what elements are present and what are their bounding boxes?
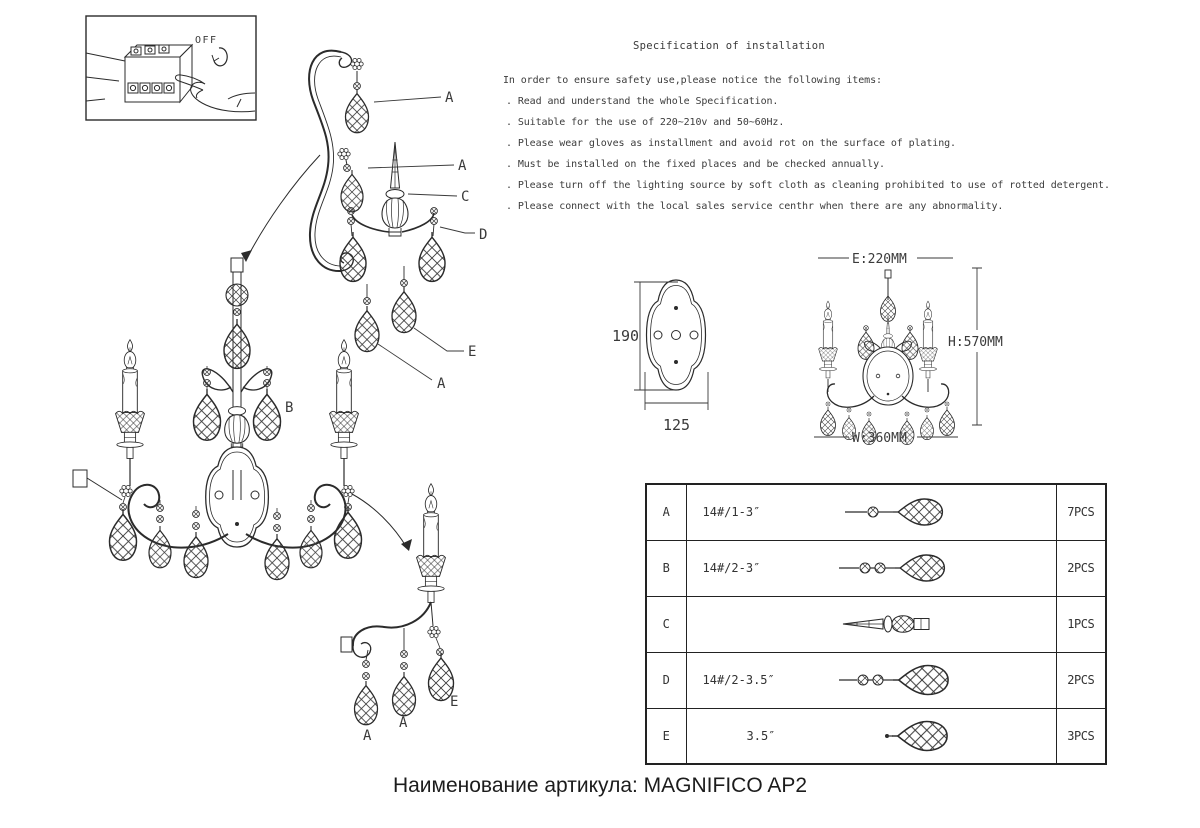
part-qty: 2PCS [1055,539,1107,597]
part-qty: 7PCS [1055,483,1107,541]
part-qty: 2PCS [1055,651,1107,709]
parts-table: A 14#/1-3″ 7PCS B 14#/2-3″ [645,483,1107,765]
power-off-diagram: OFF [85,15,257,121]
part-letter: E [645,707,687,765]
pendant-crystal-plain-icon [884,720,948,752]
front-view-dimension-figure: E:220MM H:570MM W:360MM [814,252,1003,446]
table-row: A 14#/1-3″ 7PCS [645,483,1107,541]
rotate-off-arrow-icon [211,47,228,67]
part-qty: 1PCS [1055,595,1107,653]
table-row: D 14#/2-3.5″ 2PCS [645,651,1107,709]
label-det-a2: A [363,728,372,744]
spec-item: . Please turn off the lighting source by… [506,180,1110,191]
part-spec-cell: 14#/1-3″ [685,483,1057,541]
part-spec-cell: 14#/2-3″ [685,539,1057,597]
wall-sketch [85,52,126,102]
spec-item: . Suitable for the use of 220~210v and 5… [506,117,785,128]
table-row: C 1PCS [645,595,1107,653]
article-caption: Наименование артикула: MAGNIFICO AP2 [392,774,808,797]
label-det-a1: A [399,715,408,731]
circuit-breaker-sketch [123,43,194,104]
backplate-height-dim: 190 [612,327,639,345]
part-letter: D [645,651,687,709]
part-letter: C [645,595,687,653]
label-mid-e: E [468,344,476,360]
label-top-crystal: A [445,90,454,106]
finial-spike-icon [842,615,929,633]
backplate-width-dim: 125 [663,416,690,434]
dimension-lines [634,281,709,410]
label-det-e: E [450,694,458,710]
part-size: 14#/2-3″ [702,561,761,575]
leader-lines [367,96,475,381]
pendant-crystal-2-bead-icon [838,554,945,582]
part-spec-cell [685,595,1057,653]
off-label: OFF [195,35,218,46]
diagram-frame [85,15,257,121]
part-size: 3.5″ [746,728,776,743]
label-bead-chain: D [479,227,487,243]
backplate-dimension-figure: 190 125 [612,279,709,434]
label-body: B [285,400,293,416]
spec-list: In order to ensure safety use,please not… [503,70,1143,217]
sconce-body [72,257,412,581]
part-size: 14#/2-3.5″ [702,673,775,687]
exploded-assembly-drawing: A A C D E A B [72,49,487,744]
part-letter: B [645,539,687,597]
part-size: 14#/1-3″ [702,505,761,520]
upper-arm-subassembly [241,49,446,353]
label-mid-a: A [437,376,446,392]
spec-item: . Please wear gloves as installment and … [506,138,956,149]
front-view-w-dim: W:360MM [852,431,907,446]
spec-item: . Please connect with the local sales se… [506,201,1004,212]
part-qty: 3PCS [1055,707,1107,765]
spec-intro: In order to ensure safety use,please not… [503,75,882,86]
label-arm-crystal: A [458,158,467,174]
part-letter: A [645,483,687,541]
hand-sketch [174,74,256,113]
dimension-lines [814,257,982,438]
spec-item: . Read and understand the whole Specific… [506,96,779,107]
label-finial: C [461,189,469,205]
pendant-crystal-1-bead-icon [844,498,943,526]
mini-sconce-drawing [818,269,955,445]
part-spec-cell: 14#/2-3.5″ [685,651,1057,709]
part-spec-cell: 3.5″ [685,707,1057,765]
pendant-crystal-2-bead-large-icon [838,664,949,696]
front-view-e-dim: E:220MM [852,252,907,267]
table-row: E 3.5″ 3PCS [645,707,1107,765]
spec-title: Specification of installation [633,40,826,52]
spec-item: . Must be installed on the fixed places … [506,159,885,170]
front-view-h-dim: H:570MM [948,335,1003,350]
detached-candle-assembly [340,483,455,726]
table-row: B 14#/2-3″ 2PCS [645,539,1107,597]
